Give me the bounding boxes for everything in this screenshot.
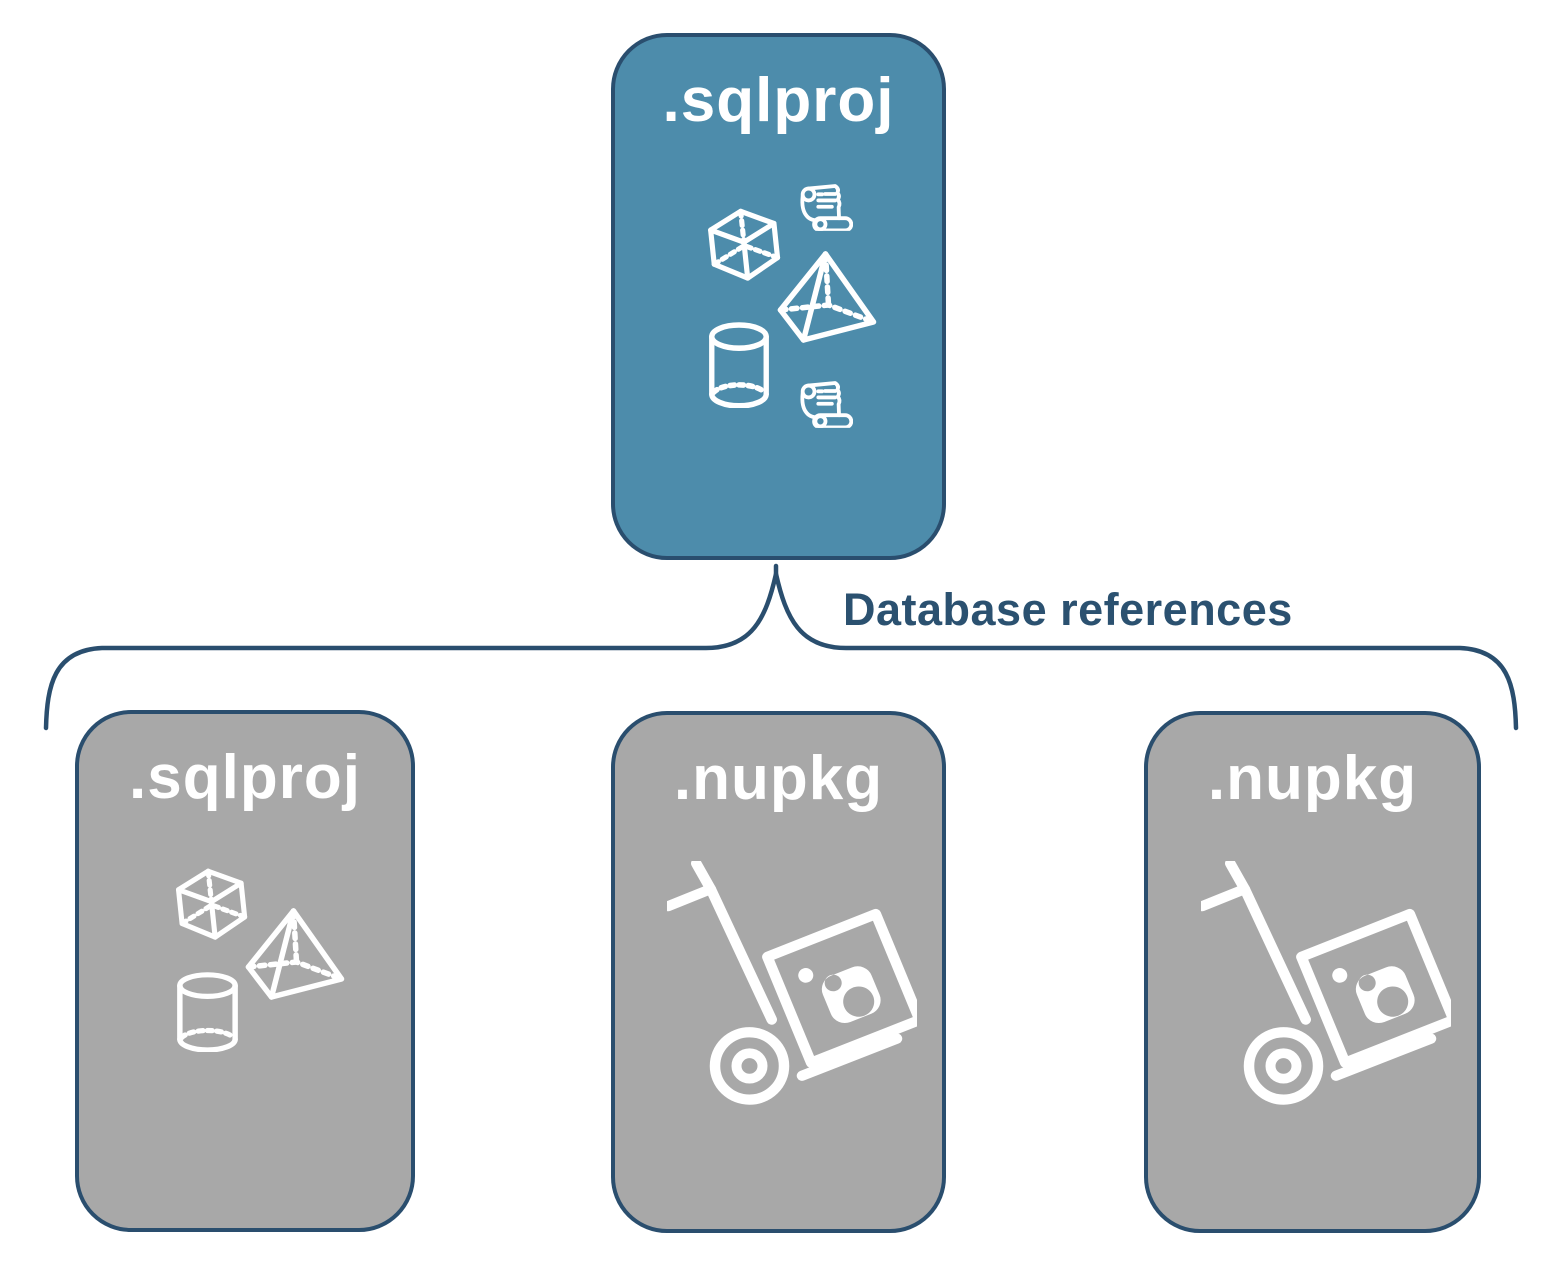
cylinder-icon bbox=[174, 972, 241, 1052]
nupkg-reference-box: .nupkg bbox=[611, 711, 946, 1233]
pyramid-icon bbox=[776, 251, 877, 343]
cube-icon bbox=[169, 860, 254, 945]
nuget-hand-truck-icon bbox=[667, 861, 917, 1105]
nupkg-reference-box: .nupkg bbox=[1144, 711, 1481, 1233]
box-title-sqlproj-ref: .sqlproj bbox=[129, 743, 361, 812]
sqlproj-main-box: .sqlproj bbox=[611, 33, 946, 560]
script-scroll-icon bbox=[798, 374, 853, 431]
pyramid-icon bbox=[244, 908, 345, 1000]
box-title-sqlproj-main: .sqlproj bbox=[662, 66, 895, 135]
cylinder-icon bbox=[706, 322, 772, 408]
box-title-nupkg-1: .nupkg bbox=[673, 744, 884, 813]
box-title-nupkg-2: .nupkg bbox=[1207, 744, 1418, 813]
script-scroll-icon bbox=[798, 177, 853, 234]
cube-icon bbox=[701, 200, 787, 286]
nuget-hand-truck-icon bbox=[1201, 861, 1451, 1105]
sqlproj-reference-box: .sqlproj bbox=[75, 710, 415, 1232]
database-references-label: Database references bbox=[843, 584, 1293, 635]
